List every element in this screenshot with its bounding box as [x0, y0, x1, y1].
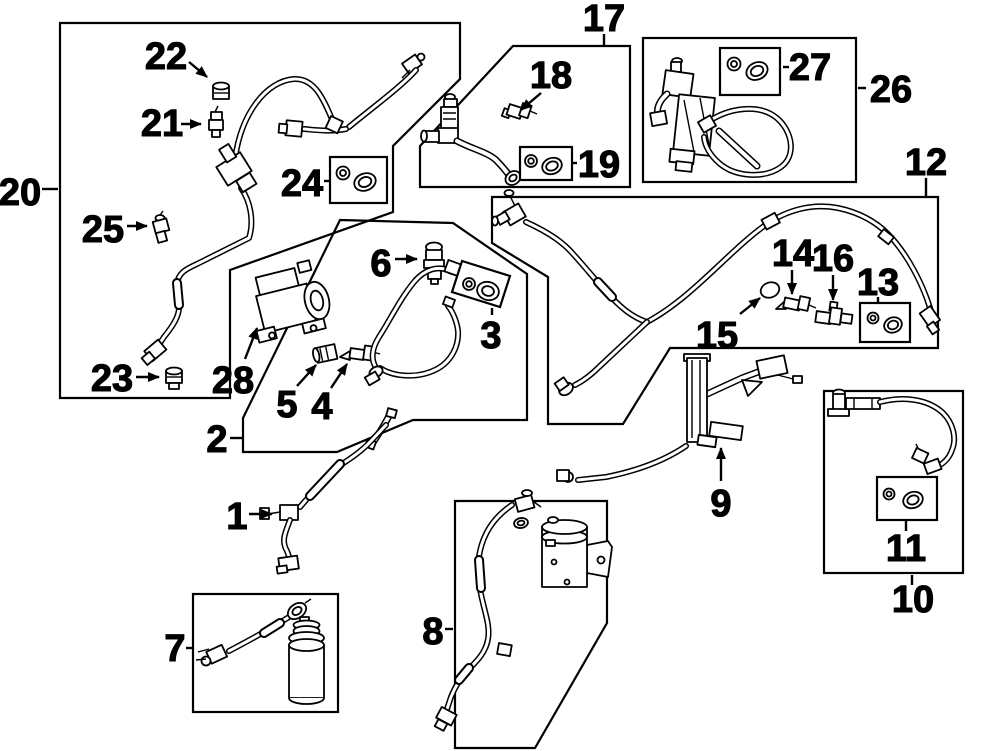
callout-6[interactable]: 6	[370, 242, 392, 285]
callout-5-arrow	[296, 364, 317, 387]
oring-kit-box-11	[875, 475, 939, 522]
part-pipe-17	[420, 93, 522, 186]
group-box-8	[453, 499, 609, 750]
callout-28[interactable]: 28	[211, 359, 254, 402]
callout-labels: 1 2 3 4 5 6 7 8 9 10 11 12 13 14 15 16 1…	[0, 0, 948, 671]
callout-22-arrow	[188, 61, 208, 78]
callout-16[interactable]: 16	[811, 237, 854, 280]
part-suction-hose-12	[491, 189, 941, 397]
callout-15[interactable]: 15	[695, 314, 738, 357]
callout-20[interactable]: 20	[0, 171, 42, 214]
callout-4-arrow	[330, 363, 348, 389]
callout-12[interactable]: 12	[904, 141, 947, 184]
part-cap-5	[312, 343, 339, 364]
callout-18[interactable]: 18	[529, 54, 572, 97]
part-compressor-28	[254, 259, 331, 344]
callout-26[interactable]: 26	[869, 68, 912, 111]
oring-kit-box-24	[328, 155, 389, 205]
oring-kit-box-19	[518, 145, 574, 182]
group-box-26	[641, 36, 858, 184]
callout-27[interactable]: 27	[788, 46, 831, 89]
callout-11[interactable]: 11	[885, 527, 926, 570]
oring-kit-box-13	[858, 301, 912, 344]
part-accumulator-8	[433, 489, 613, 732]
part-sensor-14	[775, 295, 817, 312]
part-manifold-hose-26	[649, 57, 794, 178]
callout-10[interactable]: 10	[891, 578, 934, 621]
part-service-valve-25	[151, 210, 171, 244]
part-bracket-9	[683, 353, 803, 449]
part-pipe-3	[363, 259, 463, 387]
callout-1[interactable]: 1	[226, 495, 248, 538]
callout-24[interactable]: 24	[280, 162, 323, 205]
callout-25[interactable]: 25	[81, 208, 124, 251]
group-box-2	[241, 218, 529, 454]
callout-3[interactable]: 3	[480, 314, 502, 357]
part-pipe-9-lower	[556, 443, 689, 483]
callout-2[interactable]: 2	[206, 418, 228, 461]
callout-21[interactable]: 21	[140, 102, 183, 145]
callout-14[interactable]: 14	[771, 232, 814, 275]
part-valve-cap-23	[165, 366, 183, 390]
callout-9[interactable]: 9	[710, 482, 732, 525]
part-valve-6	[423, 241, 445, 285]
group-box-10	[822, 389, 965, 575]
oring-kit-box-3	[450, 259, 512, 309]
callout-13[interactable]: 13	[856, 261, 899, 304]
group-box-20	[58, 21, 462, 400]
part-valve-cap-22	[212, 81, 230, 100]
part-drier-7	[195, 598, 325, 705]
group-box-7	[191, 592, 340, 714]
oring-kit-box-27	[718, 46, 782, 97]
callout-19[interactable]: 19	[577, 143, 620, 186]
group-box-12	[490, 195, 940, 426]
part-service-valve-21	[208, 105, 224, 138]
part-sensor-18	[500, 102, 538, 120]
callout-5[interactable]: 5	[276, 383, 298, 426]
part-valve-16	[814, 300, 854, 326]
callout-28-arrow	[243, 327, 259, 360]
part-seal-ball-15	[759, 281, 781, 299]
part-pipe-10	[827, 388, 958, 475]
callout-22[interactable]: 22	[144, 35, 187, 78]
callout-7[interactable]: 7	[164, 627, 186, 670]
part-liquid-line-1	[259, 422, 389, 575]
callout-4[interactable]: 4	[311, 385, 333, 428]
callout-18-arrow	[520, 92, 542, 111]
leader-lines	[42, 34, 928, 650]
group-box-17	[418, 44, 632, 189]
part-harness-assembly	[140, 52, 426, 366]
callout-8[interactable]: 8	[422, 610, 444, 653]
callout-15-arrow	[739, 297, 761, 315]
callout-23[interactable]: 23	[90, 357, 133, 400]
callout-17[interactable]: 17	[582, 0, 625, 41]
